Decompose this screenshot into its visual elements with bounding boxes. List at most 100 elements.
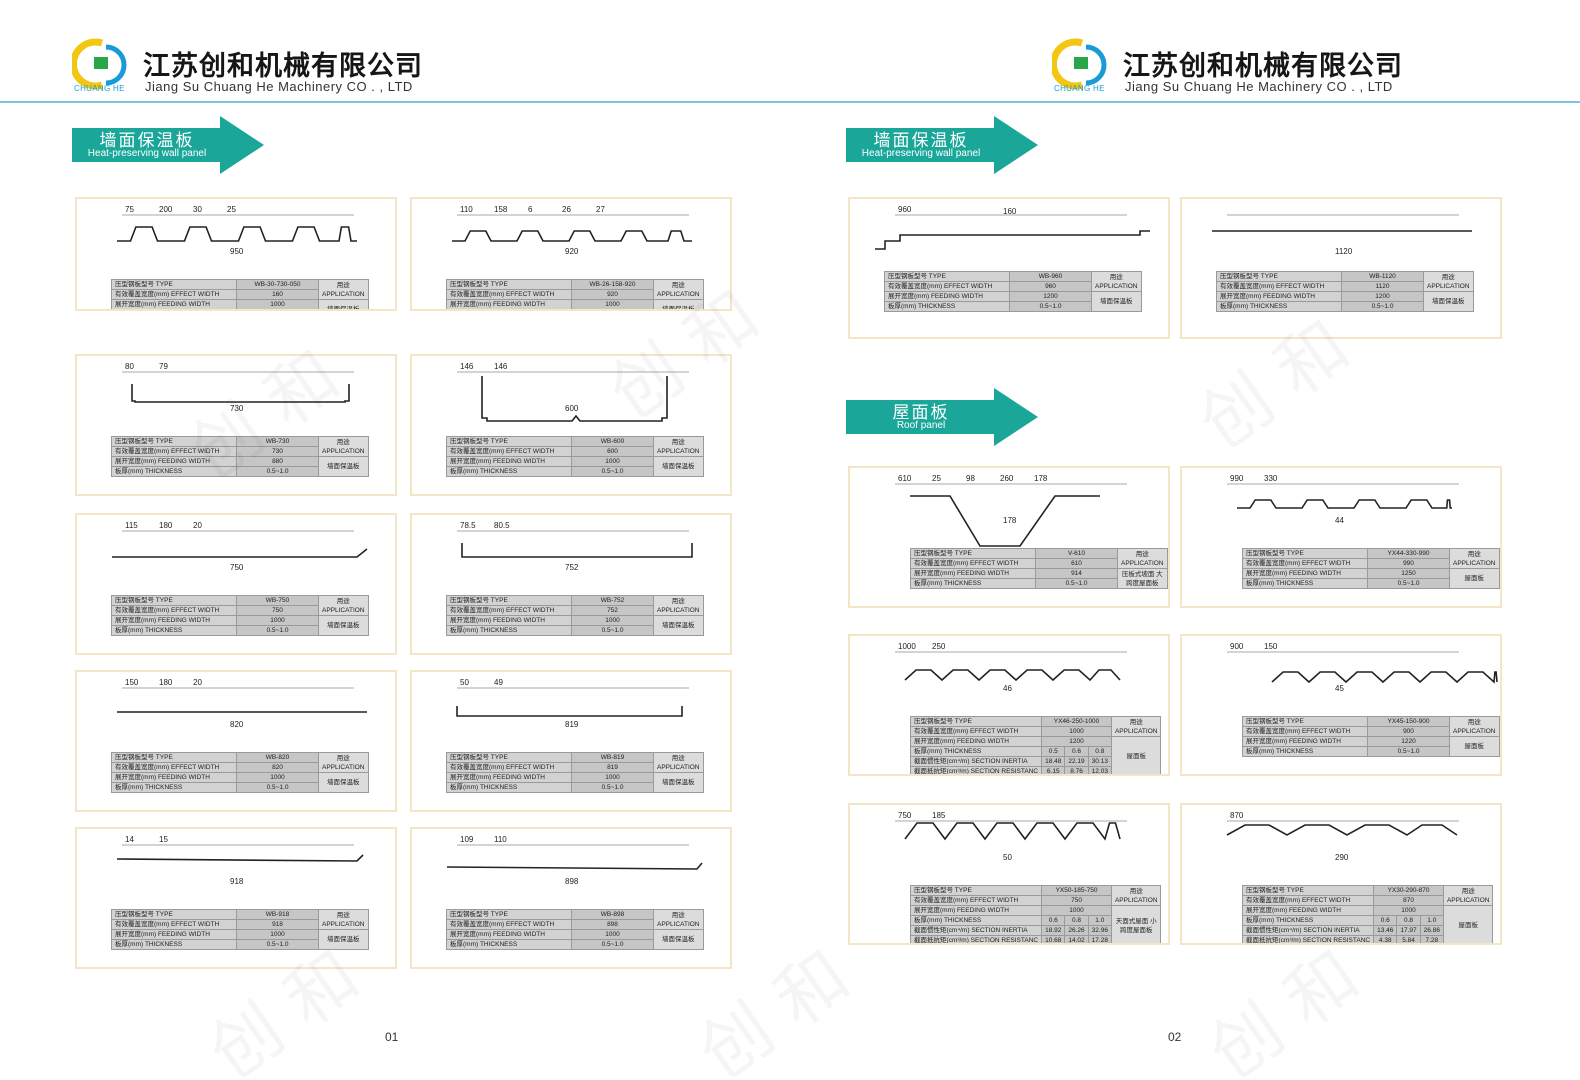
spec-value: 1000	[571, 456, 654, 467]
panel-profile-drawing	[117, 214, 357, 242]
section-title-cn: 墙面保温板	[99, 131, 195, 151]
spec-value: 0.8	[1087, 746, 1112, 757]
spec-label: 压型钢板型号 TYPE	[884, 271, 1010, 282]
spec-label: 压型钢板型号 TYPE	[111, 595, 237, 606]
spec-value: 22.19	[1064, 756, 1089, 767]
dimension-label: 44	[1335, 516, 1344, 525]
dimension-label: 610	[898, 474, 912, 483]
dimension-label: 79	[159, 362, 168, 371]
spec-value: WB-918	[236, 909, 319, 920]
spec-value: 1000	[236, 772, 319, 783]
spec-label: 板厚(mm) THICKNESS	[910, 578, 1036, 589]
panel-profile-drawing	[452, 214, 692, 242]
spec-value: WB-752	[571, 595, 654, 606]
spec-value: YX45-150-900	[1367, 716, 1450, 727]
spec-label: 有效覆盖宽度(mm) EFFECT WIDTH	[446, 762, 572, 773]
spec-value: 918	[236, 919, 319, 930]
spec-value: 10.68	[1041, 935, 1066, 943]
panel-profile-drawing	[1212, 214, 1472, 232]
spec-label: 板厚(mm) THICKNESS	[909, 746, 1043, 757]
section-heading-roof: 屋面板 Roof panel	[846, 388, 1040, 446]
application-value: 墙面保温板	[318, 299, 369, 309]
spec-label: 有效覆盖宽度(mm) EFFECT WIDTH	[884, 281, 1010, 292]
dimension-label: 150	[1264, 642, 1278, 651]
spec-value: V-610	[1035, 548, 1118, 559]
dimension-label: 180	[159, 678, 173, 687]
spec-value: 0.5~1.0	[236, 466, 319, 477]
spec-label: 展开宽度(mm) FEEDING WIDTH	[1216, 291, 1342, 302]
spec-label: 展开宽度(mm) FEEDING WIDTH	[446, 615, 572, 626]
spec-label: 展开宽度(mm) FEEDING WIDTH	[446, 299, 572, 309]
spec-label: 展开宽度(mm) FEEDING WIDTH	[111, 456, 237, 467]
company-logo-icon	[72, 38, 127, 90]
dimension-label: 178	[1034, 474, 1048, 483]
spec-value: 14.02	[1064, 935, 1089, 943]
dimension-label: 45	[1335, 684, 1344, 693]
spec-label: 展开宽度(mm) FEEDING WIDTH	[111, 615, 237, 626]
logo-text: CHUANG HE	[1054, 84, 1105, 93]
spec-label: 展开宽度(mm) FEEDING WIDTH	[446, 772, 572, 783]
spec-label: 板厚(mm) THICKNESS	[111, 625, 237, 636]
spec-value: 610	[1035, 558, 1118, 569]
spec-value: 0.5~1.0	[571, 782, 654, 793]
dimension-label: 178	[1003, 516, 1017, 525]
spec-label: 压型钢板型号 TYPE	[111, 436, 237, 447]
spec-value: 0.5~1.0	[236, 939, 319, 950]
panel-profile-drawing	[456, 687, 689, 717]
spec-label: 压型钢板型号 TYPE	[909, 885, 1043, 896]
dimension-label: 600	[565, 404, 579, 413]
spec-label: 压型钢板型号 TYPE	[111, 909, 237, 920]
spec-label: 压型钢板型号 TYPE	[1216, 271, 1342, 282]
spec-value: 5.84	[1396, 935, 1421, 943]
dimension-label: 50	[460, 678, 469, 687]
spec-label: 板厚(mm) THICKNESS	[1216, 301, 1342, 312]
spec-label: 压型钢板型号 TYPE	[1242, 548, 1368, 559]
spec-value: 914	[1035, 568, 1118, 579]
spec-label: 压型钢板型号 TYPE	[446, 909, 572, 920]
spec-label: 压型钢板型号 TYPE	[910, 548, 1036, 559]
header-right: CHUANG HE 江苏创和机械有限公司 Jiang Su Chuang He …	[790, 0, 1580, 102]
spec-value: WB-750	[236, 595, 319, 606]
dimension-label: 752	[565, 563, 579, 572]
panel-profile-drawing	[457, 371, 689, 422]
logo-text: CHUANG HE	[74, 84, 125, 93]
panel-profile-drawing	[1227, 651, 1498, 684]
spec-label: 展开宽度(mm) FEEDING WIDTH	[1242, 736, 1368, 747]
spec-label: 展开宽度(mm) FEEDING WIDTH	[111, 772, 237, 783]
spec-value: WB-819	[571, 752, 654, 763]
application-header: 用途 APPLICATION	[318, 279, 369, 300]
application-value: 屋面板	[1449, 568, 1500, 589]
spec-value: 0.5~1.0	[572, 310, 654, 312]
dimension-label: 180	[159, 521, 173, 530]
